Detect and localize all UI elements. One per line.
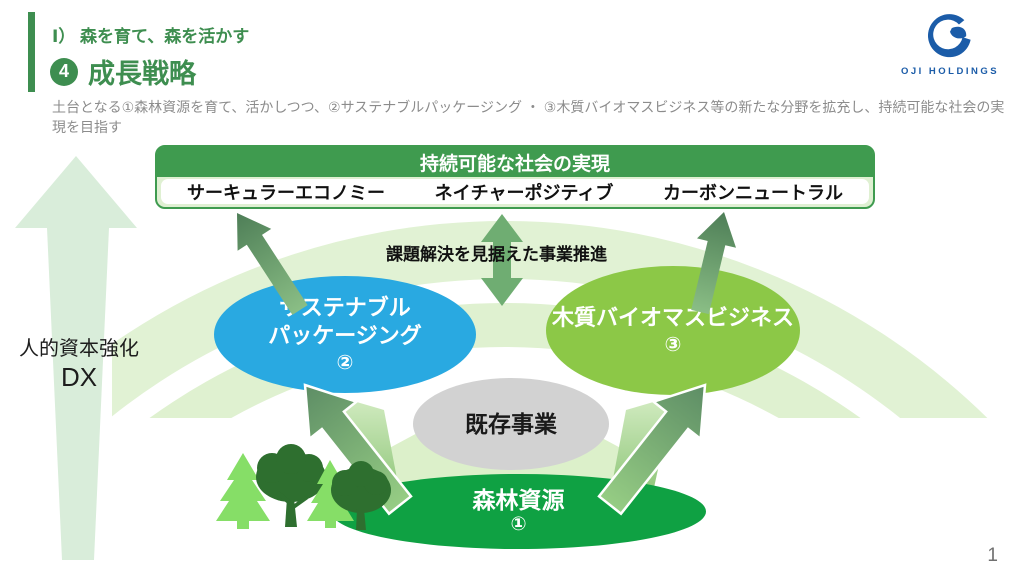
promo-text: 課題解決を見据えた事業推進	[386, 245, 607, 264]
node-existing-business: 既存事業	[413, 378, 609, 470]
keyword-carbon-neutral: カーボンニュートラル	[663, 182, 843, 203]
goal-banner-header: 持続可能な社会の実現	[157, 147, 873, 177]
packaging-label-line1: サステナブル	[279, 295, 411, 320]
human-capital-label: 人的資本強化 DX	[4, 336, 154, 393]
human-capital-line2: DX	[60, 362, 98, 392]
page-title: 成長戦略	[88, 59, 196, 89]
accent-bar	[28, 12, 35, 92]
section-eyebrow: Ⅰ） 森を育て、森を活かす	[52, 27, 250, 46]
logo-text: OJI HOLDINGS	[900, 66, 1000, 77]
slide-description: 土台となる①森林資源を育て、活かしつつ、②サステナブルパッケージング ・ ③木質…	[52, 99, 1005, 135]
title-row: 4 成長戦略	[50, 52, 196, 91]
keyword-nature-positive: ネイチャーポジティブ	[434, 182, 614, 203]
packaging-label-line2: パッケージング	[268, 322, 422, 348]
existing-label: 既存事業	[465, 410, 557, 437]
biomass-label: 木質バイオマスビジネス	[551, 304, 794, 330]
node-forest-resources: 森林資源 ①	[331, 474, 706, 549]
oji-swirl-icon	[927, 14, 971, 58]
goal-banner-title: 持続可能な社会の実現	[419, 153, 610, 175]
node-sustainable-packaging: サステナブル パッケージング ②	[214, 276, 476, 393]
keyword-circular-economy: サーキュラーエコノミー	[187, 182, 385, 203]
goal-banner-keywords: サーキュラーエコノミー ネイチャーポジティブ カーボンニュートラル	[161, 179, 869, 204]
goal-banner: 持続可能な社会の実現 サーキュラーエコノミー ネイチャーポジティブ カーボンニュ…	[155, 145, 875, 209]
page-number: 1	[987, 545, 998, 566]
packaging-number: ②	[336, 352, 354, 374]
forest-label: 森林資源	[472, 486, 565, 513]
forest-number: ①	[510, 514, 527, 536]
human-capital-line1: 人的資本強化	[19, 338, 139, 360]
title-number-badge: 4	[50, 57, 78, 86]
node-wood-biomass: 木質バイオマスビジネス ③	[546, 266, 800, 395]
biomass-number: ③	[664, 334, 682, 357]
oji-holdings-logo: OJI HOLDINGS	[890, 12, 1010, 77]
